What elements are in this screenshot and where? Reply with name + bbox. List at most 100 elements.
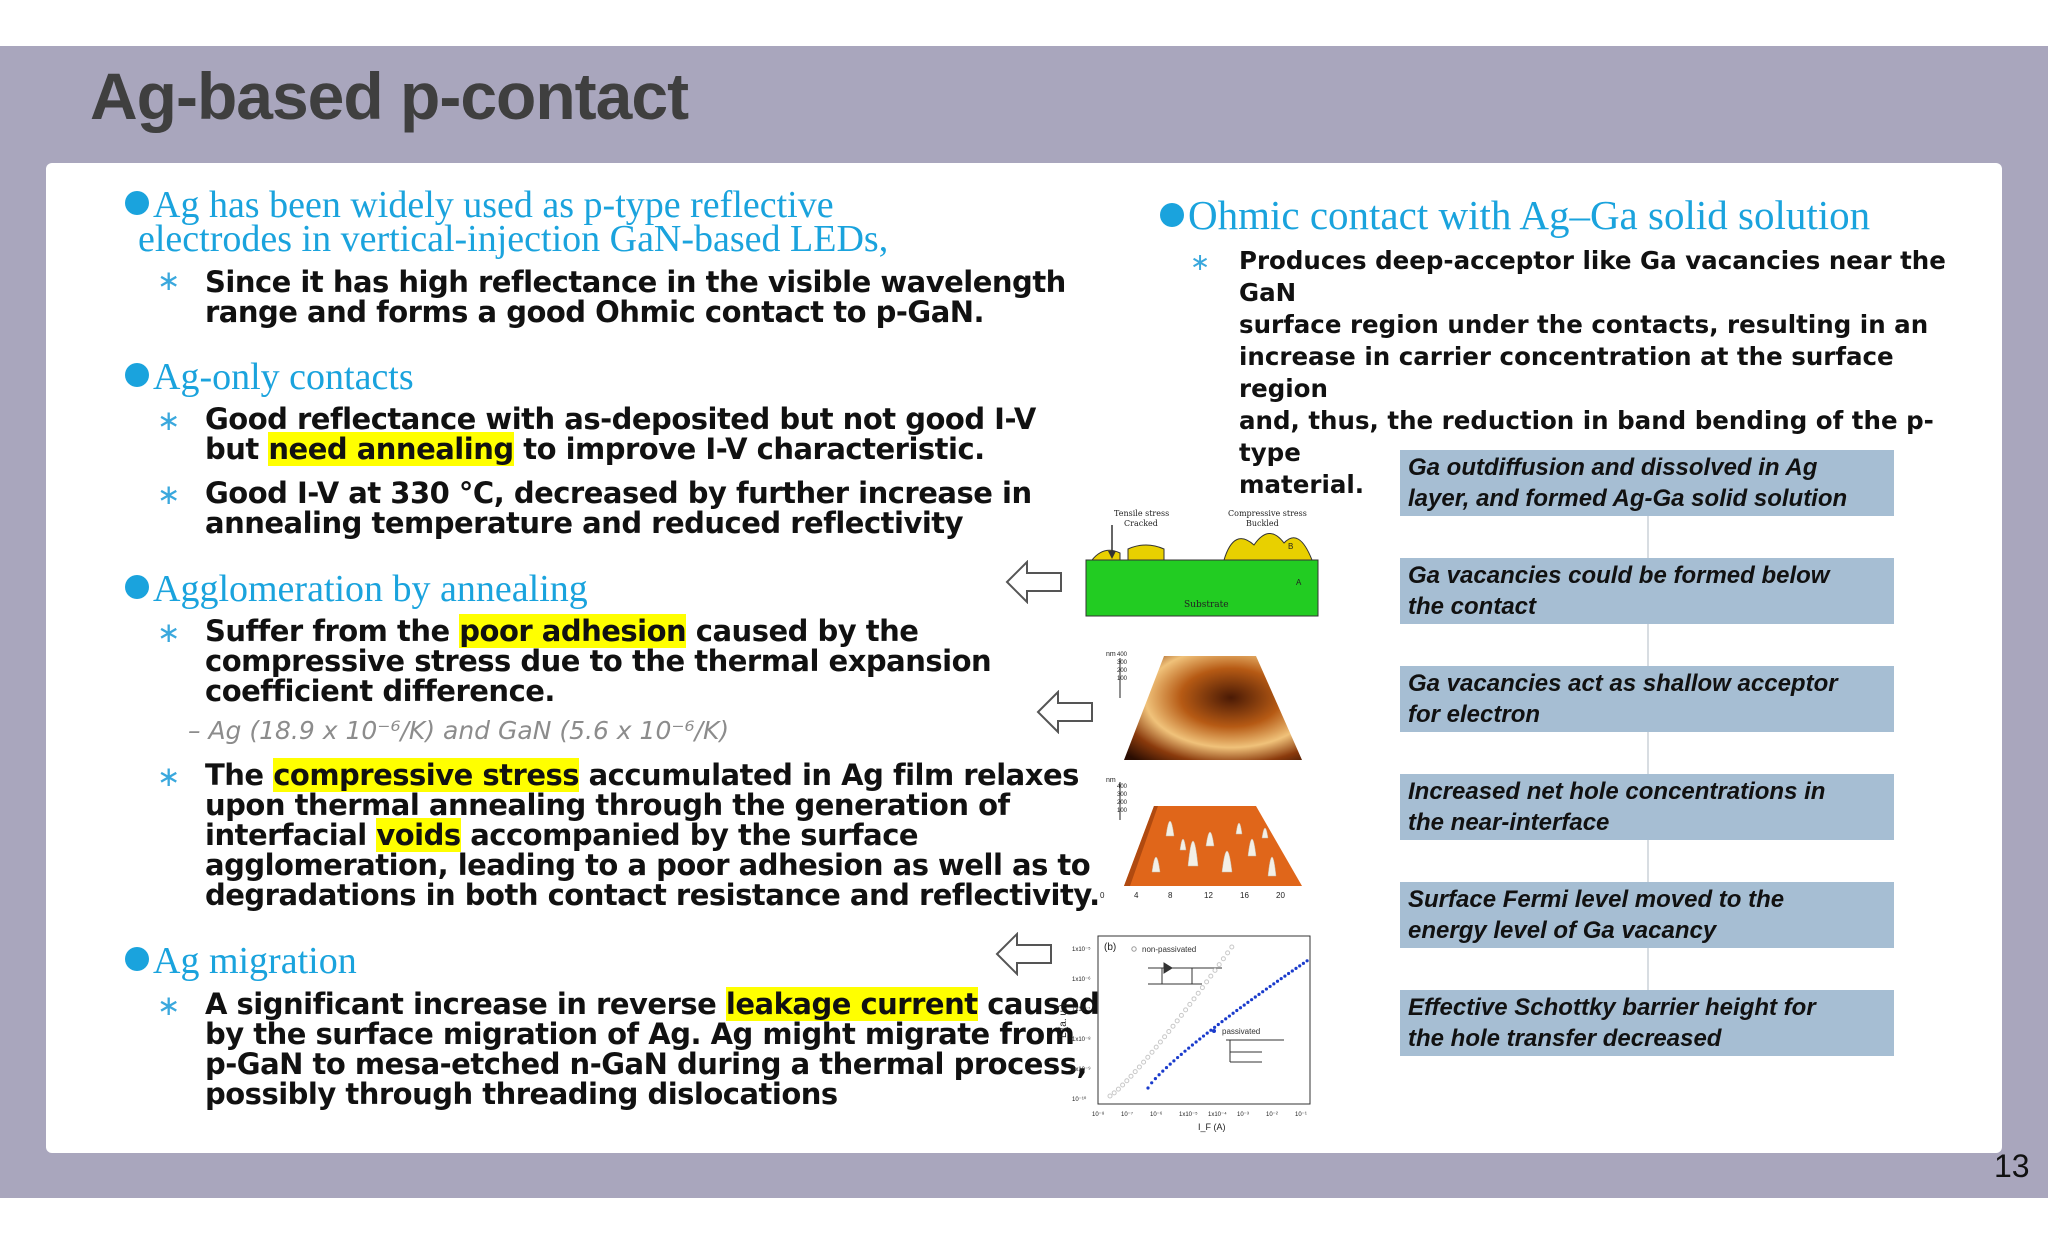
data-point <box>1224 1017 1228 1021</box>
flow-connector <box>1647 624 1649 666</box>
iv-plot-figure: (b) non-passivated passivated L (a. u.) … <box>1058 935 1311 1132</box>
x-tick-label: 1x10⁻⁵ <box>1179 1111 1198 1118</box>
data-point <box>1153 1044 1159 1050</box>
data-point <box>1242 1003 1246 1007</box>
y-tick-label: 1x10⁻⁹ <box>1072 1066 1091 1073</box>
bullet-text: Good reflectance with as-deposited but n… <box>205 402 1036 436</box>
y-tick-label: 1x10⁻⁸ <box>1072 1036 1091 1043</box>
data-point <box>1150 1081 1154 1085</box>
data-point <box>1220 956 1226 962</box>
non-passivated-series <box>1107 944 1235 1099</box>
highlight: voids <box>376 818 461 852</box>
data-point <box>1305 959 1309 963</box>
afm-x-tick: 20 <box>1276 891 1285 900</box>
afm-tick: 400 <box>1117 652 1128 658</box>
page-number: 13 <box>1994 1148 2030 1184</box>
data-point <box>1279 977 1283 981</box>
bullet-text: compressive stress due to the thermal ex… <box>205 644 992 678</box>
data-point <box>1287 971 1291 976</box>
data-point <box>1261 990 1265 994</box>
data-point <box>1132 1069 1138 1075</box>
section-heading-ag-migration: Ag migration <box>125 942 357 980</box>
bullet-dot-icon <box>125 947 149 971</box>
legend-passivated: passivated <box>1222 1027 1260 1036</box>
sub-note: – Ag (18.9 x 10⁻⁶/K) and GaN (5.6 x 10⁻⁶… <box>188 716 730 745</box>
data-point <box>1213 1025 1217 1029</box>
bullet-text: but need annealing to improve I-V charac… <box>205 432 985 466</box>
bullet-star-icon: ∗ <box>157 989 181 1022</box>
data-point <box>1161 1069 1165 1073</box>
y-tick-label: 1x10⁻⁶ <box>1072 976 1091 983</box>
label-b: B <box>1288 542 1293 551</box>
y-axis-label: L (a. u.) <box>1058 1004 1069 1038</box>
afm-surface-figure-2: nm 400 300 200 100 0 4 8 12 16 20 <box>1100 777 1302 900</box>
data-point <box>1216 962 1222 968</box>
section-heading-ag-reflective: Ag has been widely used as p-type reflec… <box>125 186 834 224</box>
bullet-star-icon: ∗ <box>157 616 181 649</box>
svg-text:nm: nm <box>1106 651 1116 658</box>
bullet-dot-icon <box>125 363 149 387</box>
afm-tick: 200 <box>1117 668 1128 674</box>
data-point <box>1194 1040 1198 1044</box>
data-point <box>1187 1046 1191 1050</box>
bullet-dot-icon <box>125 191 149 215</box>
bullet-text: range and forms a good Ohmic contact to … <box>205 295 985 329</box>
data-point <box>1209 1028 1213 1032</box>
data-point <box>1168 1062 1172 1066</box>
bullet-star-icon: ∗ <box>157 760 181 793</box>
data-point <box>1199 985 1205 991</box>
section-heading-line2: electrodes in vertical-injection GaN-bas… <box>138 218 889 260</box>
afm-x-tick: 4 <box>1134 891 1139 900</box>
data-point <box>1120 1082 1126 1088</box>
bullet-text: by the surface migration of Ag. Ag might… <box>205 1017 1075 1051</box>
bullet-text: Suffer from the poor adhesion caused by … <box>205 614 919 648</box>
data-point <box>1162 1034 1168 1040</box>
legend-non-passivated: non-passivated <box>1142 945 1196 954</box>
data-point <box>1149 1049 1155 1055</box>
data-point <box>1166 1029 1172 1035</box>
data-point <box>1264 987 1268 991</box>
data-point <box>1204 979 1210 985</box>
bullet-text: annealing temperature and reduced reflec… <box>205 506 964 540</box>
afm-tick: 300 <box>1117 660 1128 666</box>
data-point <box>1246 1000 1250 1004</box>
bullet-text: coefficient difference. <box>205 674 555 708</box>
data-point <box>1290 969 1294 973</box>
data-point <box>1178 1012 1184 1018</box>
afm-x-tick: 0 <box>1100 891 1105 900</box>
afm-x-tick: 16 <box>1240 891 1249 900</box>
bullet-text: A significant increase in reverse leakag… <box>205 987 1100 1021</box>
data-point <box>1115 1086 1121 1092</box>
section-heading-agglomeration: Agglomeration by annealing <box>125 570 588 608</box>
afm-surface-figure-1: nm 400 300 200 100 <box>1106 651 1302 760</box>
data-point <box>1128 1073 1134 1079</box>
data-point <box>1283 974 1287 978</box>
x-tick-label: 10⁻¹ <box>1295 1112 1307 1118</box>
bullet-dot-icon <box>125 575 149 599</box>
y-tick-label: 10⁻¹⁰ <box>1072 1096 1087 1103</box>
x-tick-label: 10⁻² <box>1266 1112 1278 1118</box>
bullet-text: p-GaN to mesa-etched n-GaN during a ther… <box>205 1047 1087 1081</box>
data-point <box>1227 1014 1231 1018</box>
afm-tick: 400 <box>1117 784 1128 790</box>
data-point <box>1253 995 1257 999</box>
ohmic-description: Produces deep-acceptor like Ga vacancies… <box>1239 246 1946 499</box>
data-point <box>1157 1073 1161 1077</box>
data-point <box>1183 1049 1187 1053</box>
x-tick-label: 10⁻⁸ <box>1092 1111 1105 1118</box>
y-tick-label: 1x10⁻⁷ <box>1072 1006 1090 1013</box>
data-point <box>1201 1034 1206 1038</box>
data-point <box>1272 982 1276 986</box>
highlight: poor adhesion <box>459 614 687 648</box>
slide-title: Ag-based p-contact <box>90 59 689 133</box>
afm-tick: 200 <box>1117 800 1128 806</box>
data-point <box>1212 967 1218 973</box>
data-point <box>1157 1039 1163 1045</box>
highlight: leakage current <box>725 987 978 1021</box>
flow-connector <box>1647 840 1649 882</box>
x-axis-label: I_F (A) <box>1198 1122 1226 1132</box>
data-point <box>1198 1037 1202 1041</box>
afm-x-tick: 8 <box>1168 891 1173 900</box>
stress-schematic-figure: Tensile stress Cracked Compressive stres… <box>1085 509 1319 617</box>
